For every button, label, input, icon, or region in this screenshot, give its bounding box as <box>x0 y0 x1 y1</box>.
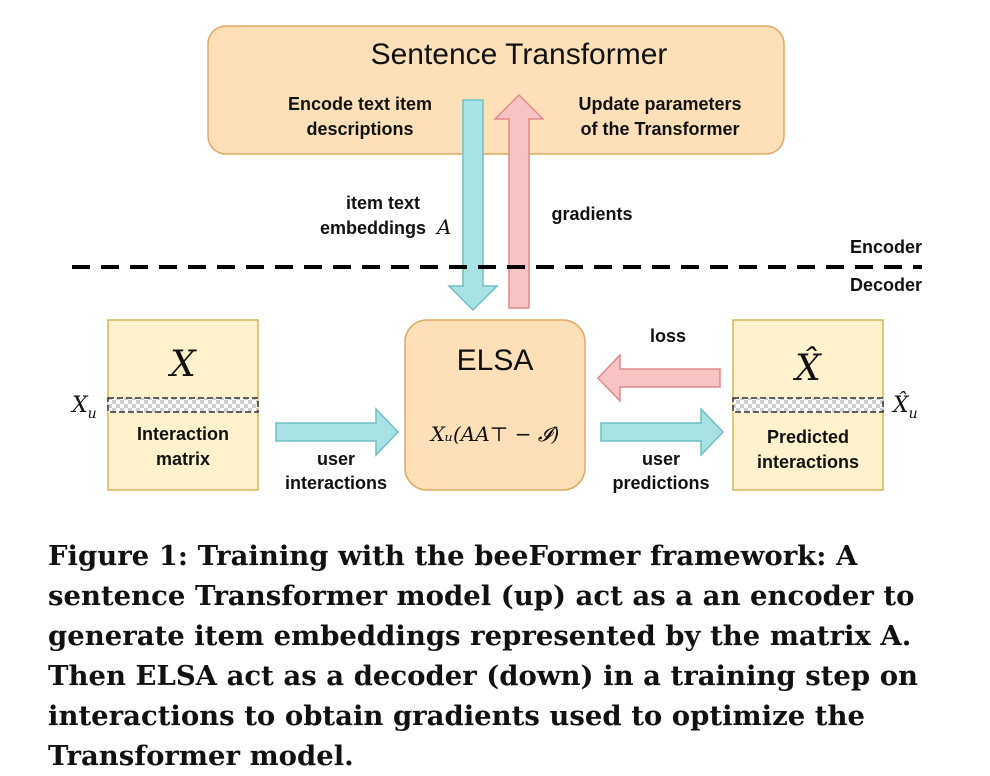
interaction-row-symbol: Xu <box>70 393 97 422</box>
embeddings-label-line1: item text <box>346 193 420 213</box>
predicted-matrix-label-line2: interactions <box>757 452 859 472</box>
loss-arrow <box>596 353 721 403</box>
interaction-matrix-label-line2: matrix <box>156 449 210 469</box>
encode-note-line2: descriptions <box>306 119 413 139</box>
elsa-formula: Xᵤ(AA⊤ − 𝓘) <box>429 422 560 446</box>
update-note-line1: Update parameters <box>578 94 741 114</box>
predicted-matrix-row <box>732 397 884 413</box>
interaction-matrix-symbol: X <box>167 344 197 385</box>
sentence-transformer-title: Sentence Transformer <box>371 38 668 71</box>
predicted-matrix-box: X̂ X̂u Predicted interactions <box>732 319 918 491</box>
user-interactions-arrow <box>275 407 400 457</box>
interaction-matrix-row <box>107 397 259 413</box>
elsa-box: ELSA Xᵤ(AA⊤ − 𝓘) <box>404 319 586 491</box>
encode-note-line1: Encode text item <box>288 94 432 114</box>
user-interactions-label-line2: interactions <box>285 473 387 493</box>
interaction-matrix-box: X Xu Interaction matrix <box>70 319 259 491</box>
update-note-line2: of the Transformer <box>580 119 739 139</box>
training-diagram: Sentence Transformer Encode text item de… <box>70 25 922 493</box>
embeddings-symbol: A <box>435 215 451 239</box>
interaction-matrix-label-line1: Interaction <box>137 424 229 444</box>
gradients-arrow <box>493 93 545 309</box>
encoder-label: Encoder <box>850 237 922 257</box>
user-predictions-label-line2: predictions <box>612 473 709 493</box>
sentence-transformer-box: Sentence Transformer Encode text item de… <box>207 25 785 155</box>
user-predictions-arrow <box>600 407 725 457</box>
gradients-label: gradients <box>551 204 632 224</box>
embeddings-arrow <box>447 99 499 312</box>
embeddings-label-line2: embeddings <box>320 218 426 238</box>
decoder-label: Decoder <box>850 275 922 295</box>
loss-label: loss <box>650 326 686 346</box>
predicted-matrix-label-line1: Predicted <box>767 427 849 447</box>
user-predictions-label-line1: user <box>642 449 680 469</box>
elsa-title: ELSA <box>457 344 534 377</box>
user-interactions-label-line1: user <box>317 449 355 469</box>
figure-caption: Figure 1: Training with the beeFormer fr… <box>48 540 919 772</box>
predicted-row-symbol: X̂u <box>891 392 918 422</box>
predicted-matrix-symbol: X̂ <box>792 346 822 389</box>
